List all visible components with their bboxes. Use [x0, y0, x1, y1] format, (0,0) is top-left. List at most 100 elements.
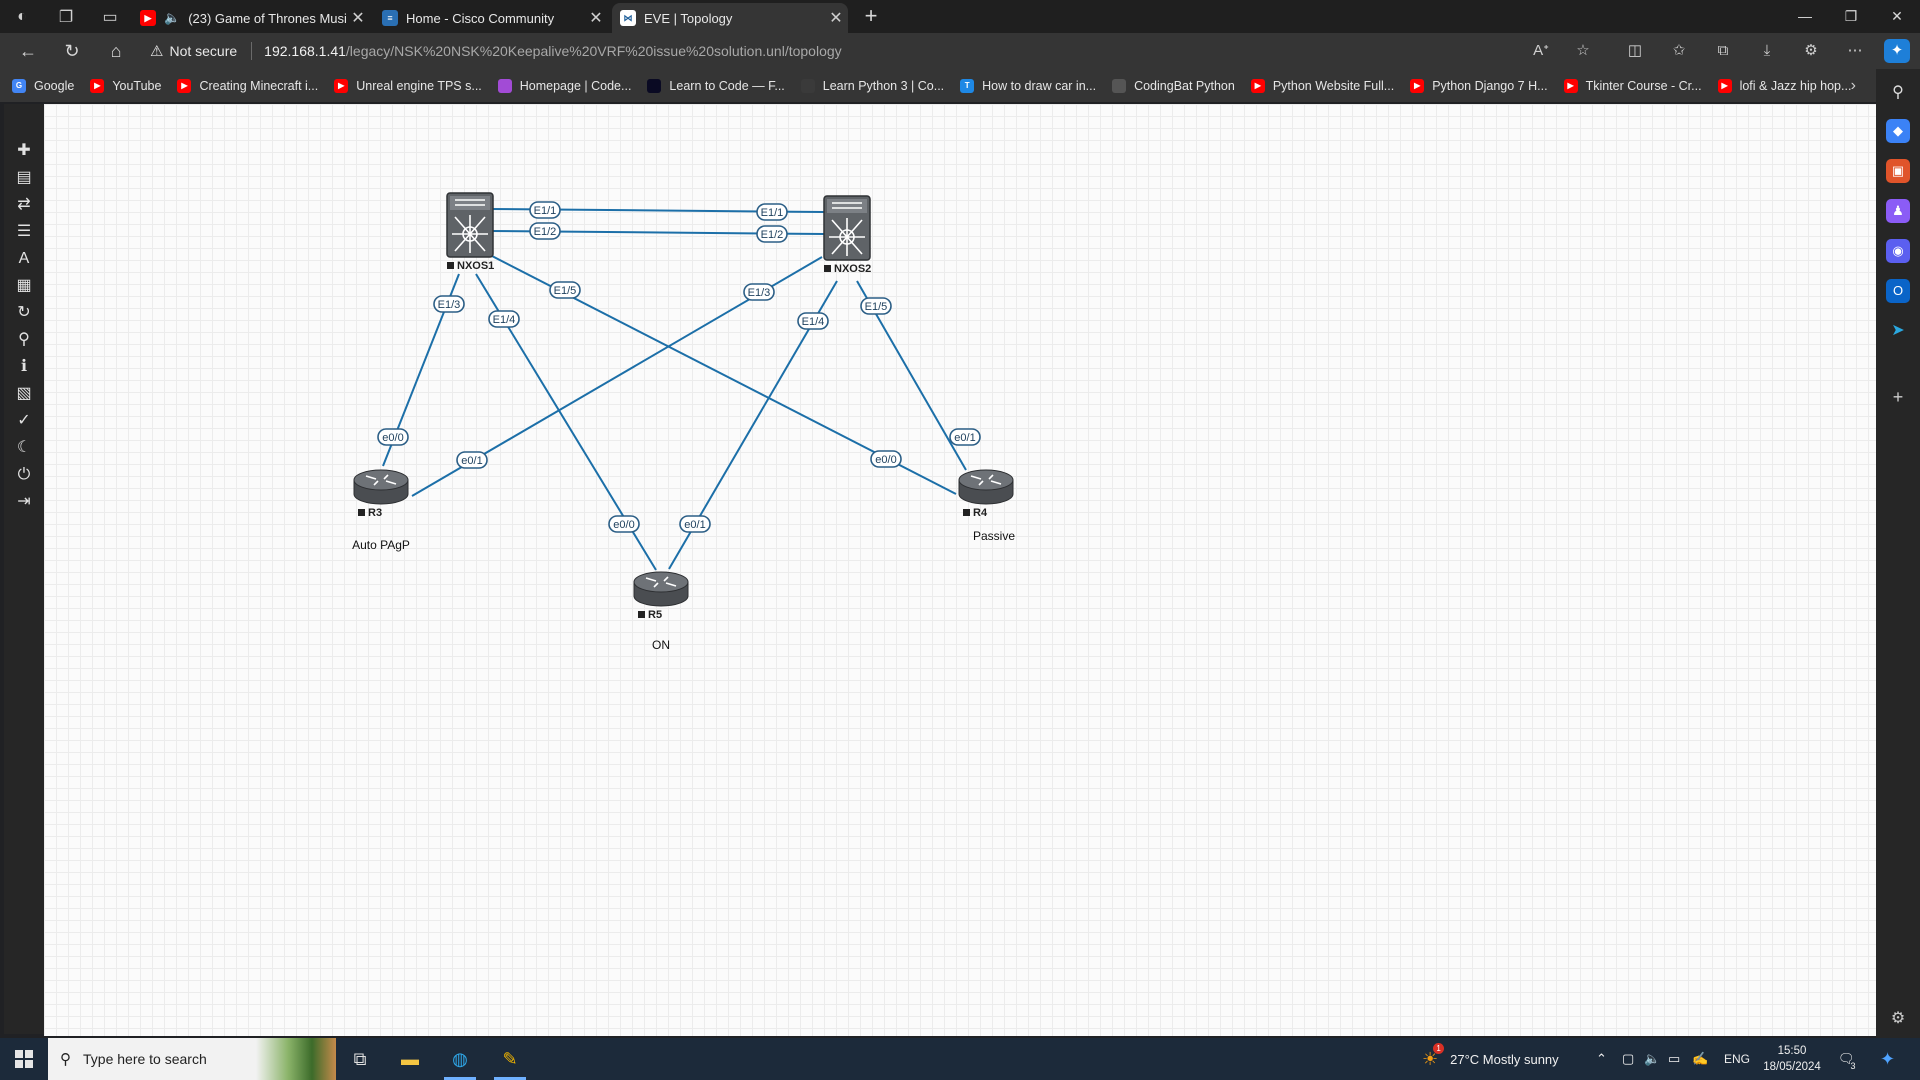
meet-now-icon[interactable]: ▢	[1622, 1051, 1635, 1066]
bookmark-item[interactable]: ▶Creating Minecraft i...	[177, 78, 318, 93]
bookmark-item[interactable]: ▶YouTube	[90, 78, 161, 93]
node-nxos2[interactable]: NXOS2	[823, 195, 871, 275]
port-label[interactable]: e0/0	[608, 515, 640, 533]
more-bookmarks-icon[interactable]: ›	[1850, 77, 1856, 94]
node-r5[interactable]: R5	[633, 571, 689, 621]
sidebar-settings-icon[interactable]: ⚙	[1890, 1010, 1906, 1027]
search-icon[interactable]: ⚲	[1892, 84, 1904, 101]
bookmark-item[interactable]: Learn to Code — F...	[647, 78, 785, 93]
collections-icon[interactable]: ⧉	[1717, 42, 1729, 59]
dark-mode-icon[interactable]: ☾	[16, 439, 32, 456]
new-tab-button[interactable]: +	[864, 3, 878, 28]
vertical-tabs-icon[interactable]: ▭	[102, 8, 118, 26]
nodes-icon[interactable]: ▤	[16, 169, 32, 186]
taskbar-search[interactable]: ⚲ Type here to search	[48, 1038, 336, 1080]
restore-icon[interactable]: ❐	[1844, 8, 1858, 24]
port-label[interactable]: E1/5	[860, 297, 892, 315]
warning-icon[interactable]: ⚠	[150, 43, 164, 60]
tools-icon[interactable]: ▣	[1886, 159, 1910, 183]
tab-eve[interactable]: ⋈ EVE | Topology ✕	[612, 3, 848, 33]
lock-lab-icon[interactable]: ✓	[17, 412, 31, 429]
address-bar[interactable]: ⚠ Not secure 192.168.1.41 /legacy/NSK%20…	[150, 36, 1590, 66]
close-tab-icon[interactable]: ✕	[351, 10, 365, 27]
port-label[interactable]: e0/1	[949, 428, 981, 446]
back-icon[interactable]: ←	[19, 41, 37, 61]
port-label[interactable]: E1/3	[433, 295, 465, 313]
node-r3[interactable]: R3	[353, 469, 409, 519]
audio-icon[interactable]: 🔈	[164, 10, 181, 25]
tab-youtube[interactable]: ▶ 🔈 (23) Game of Thrones Music ✕	[132, 3, 370, 33]
tab-cisco[interactable]: ≡ Home - Cisco Community ✕	[374, 3, 608, 33]
port-label[interactable]: E1/4	[488, 310, 520, 328]
profile-icon[interactable]: ◐	[17, 7, 27, 25]
refresh-topology-icon[interactable]: ↻	[17, 304, 31, 321]
port-label[interactable]: e0/0	[377, 428, 409, 446]
shopping-icon[interactable]: ◆	[1886, 119, 1910, 143]
bookmark-item[interactable]: Learn Python 3 | Co...	[800, 78, 944, 93]
node-nxos1[interactable]: NXOS1	[446, 192, 494, 272]
bookmark-item[interactable]: ▶Python Website Full...	[1250, 78, 1394, 93]
port-label[interactable]: e0/1	[679, 515, 711, 533]
port-label[interactable]: E1/5	[549, 281, 581, 299]
close-window-icon[interactable]: ✕	[1891, 8, 1903, 24]
bookmark-item[interactable]: CodingBat Python	[1112, 78, 1235, 93]
read-aloud-icon[interactable]: Aᐩ	[1533, 42, 1549, 59]
telegram-icon[interactable]: ➤	[1891, 322, 1905, 339]
zoom-icon[interactable]: ⚲	[18, 331, 30, 348]
not-secure-label[interactable]: Not secure	[169, 43, 238, 59]
status-info-icon[interactable]: ℹ	[20, 358, 28, 375]
games-icon[interactable]: ♟	[1886, 199, 1910, 223]
clock[interactable]: 15:50 18/05/2024	[1762, 1038, 1822, 1080]
volume-icon[interactable]: 🔈	[1644, 1051, 1661, 1066]
show-hidden-icons[interactable]: ⌃	[1596, 1051, 1607, 1066]
logout-icon[interactable]: ⇥	[17, 493, 31, 510]
network-icon[interactable]: ▭	[1668, 1051, 1681, 1066]
minimize-icon[interactable]: —	[1798, 8, 1812, 24]
microsoft365-icon[interactable]: ◉	[1886, 239, 1910, 263]
outlook-icon[interactable]: O	[1886, 279, 1910, 303]
networks-icon[interactable]: ⇄	[17, 196, 31, 213]
app-icon[interactable]: ✎	[486, 1038, 534, 1080]
home-icon[interactable]: ⌂	[110, 41, 122, 61]
node-r4[interactable]: R4	[958, 469, 1014, 519]
close-tab-icon[interactable]: ✕	[829, 10, 843, 27]
task-view-icon[interactable]: ⧉	[353, 1048, 367, 1069]
more-menu-icon[interactable]: ⋯	[1847, 42, 1863, 59]
startup-configs-icon[interactable]: ☰	[16, 223, 32, 240]
port-label[interactable]: e0/1	[456, 451, 488, 469]
copilot-icon[interactable]: ✦	[1884, 39, 1910, 63]
bookmark-item[interactable]: ▶Unreal engine TPS s...	[334, 78, 482, 93]
port-label[interactable]: E1/2	[529, 222, 561, 240]
edge-icon[interactable]: ◍	[436, 1038, 484, 1080]
port-label[interactable]: E1/2	[756, 225, 788, 243]
downloads-icon[interactable]: ⤓	[1763, 42, 1771, 59]
start-button[interactable]	[0, 1038, 48, 1080]
text-object-icon[interactable]: A	[18, 250, 30, 267]
pen-icon[interactable]: ✍	[1692, 1051, 1709, 1066]
close-tab-icon[interactable]: ✕	[589, 10, 603, 27]
file-explorer-icon[interactable]: ▬	[401, 1048, 419, 1069]
close-lab-icon[interactable]: ⏻	[17, 466, 31, 483]
split-screen-icon[interactable]: ◫	[1627, 42, 1643, 59]
bookmark-item[interactable]: ▶lofi & Jazz hip hop...	[1717, 78, 1851, 93]
language-indicator[interactable]: ENG	[1724, 1052, 1751, 1066]
bookmark-item[interactable]: Homepage | Code...	[497, 78, 631, 93]
favorite-star-icon[interactable]: ☆	[1576, 42, 1590, 59]
extensions-icon[interactable]: ⚙	[1804, 42, 1818, 59]
port-label[interactable]: E1/1	[529, 201, 561, 219]
notifications-icon[interactable]: 🗨3	[1838, 1051, 1856, 1071]
weather-widget[interactable]: ☀1 27°C Mostly sunny	[1422, 1038, 1559, 1080]
lab-list-icon[interactable]: ▧	[16, 385, 32, 402]
add-object-icon[interactable]: ✚	[17, 142, 31, 159]
favorites-icon[interactable]: ✩	[1672, 42, 1686, 59]
port-label[interactable]: e0/0	[870, 450, 902, 468]
refresh-icon[interactable]: ↻	[64, 41, 80, 61]
port-label[interactable]: E1/3	[743, 283, 775, 301]
bookmark-item[interactable]: ▶Tkinter Course - Cr...	[1563, 78, 1702, 93]
port-label[interactable]: E1/1	[756, 203, 788, 221]
copilot-icon[interactable]: ✦	[1880, 1048, 1896, 1069]
bookmark-item[interactable]: ▶Python Django 7 H...	[1410, 78, 1548, 93]
